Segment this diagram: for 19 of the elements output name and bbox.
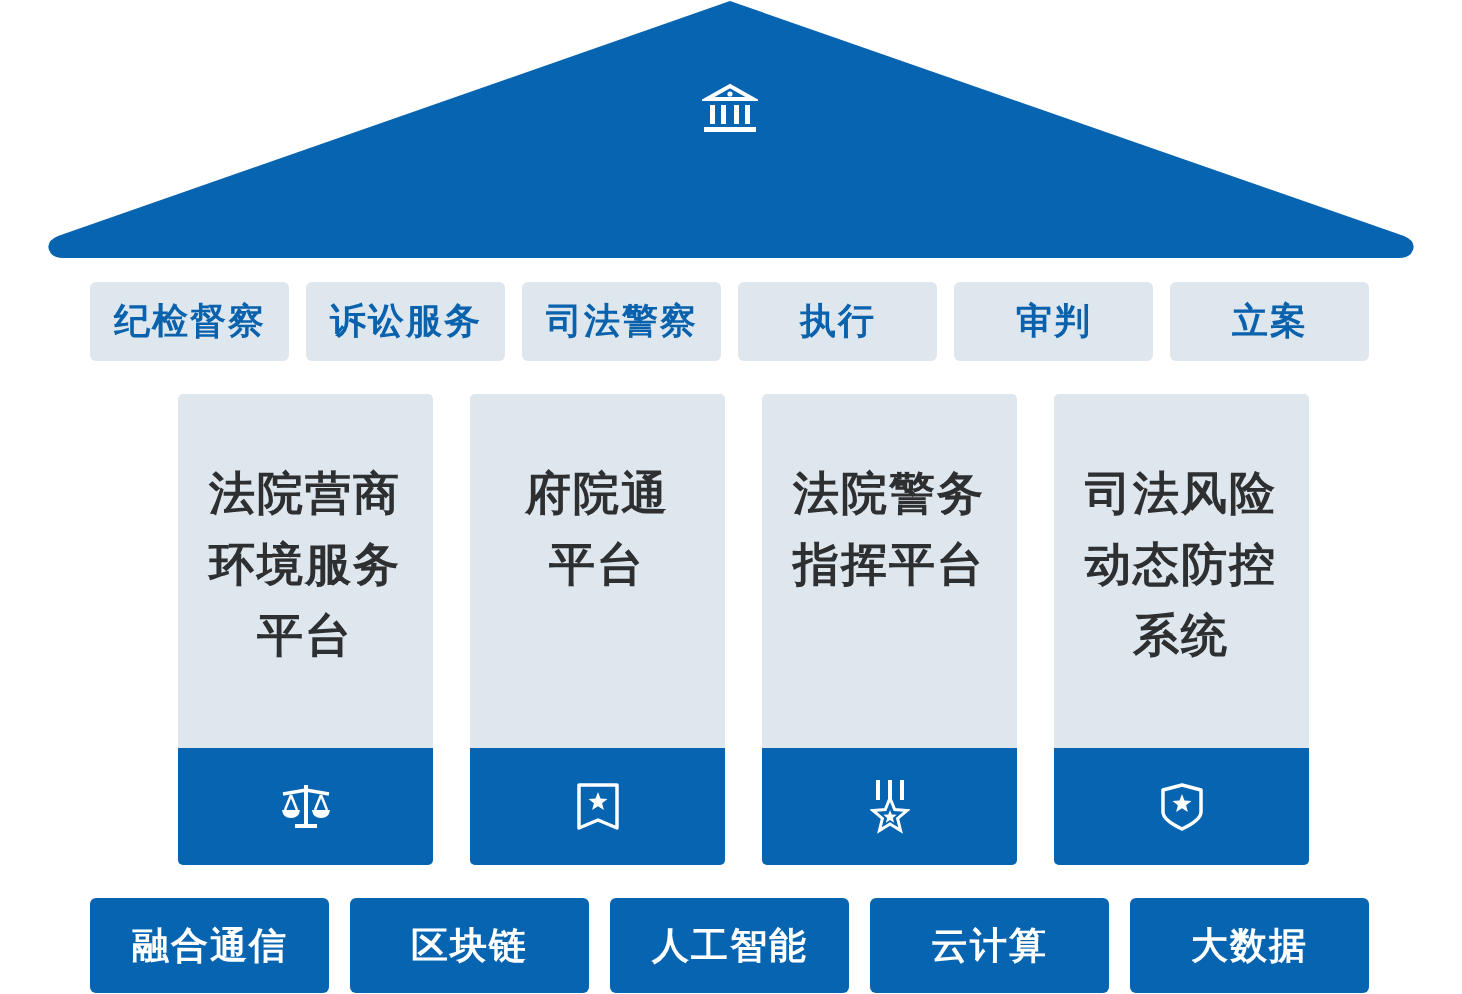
- technology-block: 大数据: [1130, 898, 1369, 993]
- service-tag: 审判: [954, 282, 1153, 361]
- service-tag: 执行: [738, 282, 937, 361]
- platform-pillar: [470, 394, 725, 865]
- pillar-title: 司法风险动态防控系统: [1083, 465, 1279, 664]
- platform-pillar: [762, 394, 1017, 865]
- platform-pillar: [1054, 394, 1309, 865]
- pillar-title: 府院通平台: [524, 465, 671, 593]
- service-tag: 立案: [1170, 282, 1369, 361]
- technology-block: 区块链: [350, 898, 589, 993]
- technology-block: 云计算: [870, 898, 1109, 993]
- technology-block: 人工智能: [610, 898, 849, 993]
- service-tag: 司法警察: [522, 282, 721, 361]
- service-tag: 纪检督察: [90, 282, 289, 361]
- pillar-title: 法院营商环境服务平台: [207, 465, 403, 664]
- pillar-title: 法院警务指挥平台: [791, 465, 987, 593]
- service-tag: 诉讼服务: [306, 282, 505, 361]
- technology-block: 融合通信: [90, 898, 329, 993]
- platform-pillar: [178, 394, 433, 865]
